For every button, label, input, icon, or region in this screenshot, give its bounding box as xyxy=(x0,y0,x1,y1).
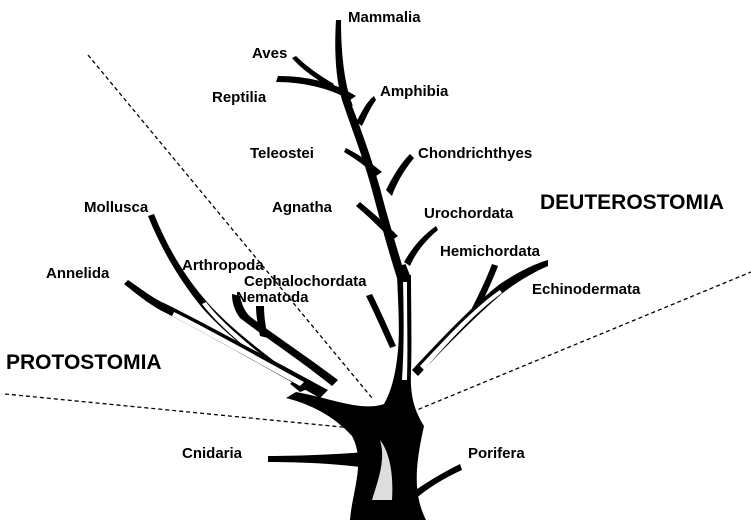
branch-urochordata xyxy=(404,226,438,266)
branch-nematoda xyxy=(256,306,268,338)
branch-amphibia xyxy=(356,96,376,126)
taxon-label-cephalochordata: Cephalochordata xyxy=(244,274,367,289)
branch-cnidaria xyxy=(268,452,368,468)
taxon-label-cnidaria: Cnidaria xyxy=(182,446,242,461)
taxon-label-agnatha: Agnatha xyxy=(272,200,332,215)
taxon-label-teleostei: Teleostei xyxy=(250,146,314,161)
taxon-label-mollusca: Mollusca xyxy=(84,200,148,215)
taxon-label-arthropoda: Arthropoda xyxy=(182,258,264,273)
branch-porifera xyxy=(410,464,462,500)
taxon-label-mammalia: Mammalia xyxy=(348,10,421,25)
taxon-label-hemichordata: Hemichordata xyxy=(440,244,540,259)
taxon-label-echinodermata: Echinodermata xyxy=(532,282,640,297)
group-label-deuterostomia: DEUTEROSTOMIA xyxy=(540,192,724,213)
taxon-label-chondrichthyes: Chondrichthyes xyxy=(418,146,532,161)
branch-cephalochordata xyxy=(366,294,396,348)
branch-chondrichthyes xyxy=(386,154,414,196)
taxon-label-reptilia: Reptilia xyxy=(212,90,266,105)
taxon-label-urochordata: Urochordata xyxy=(424,206,513,221)
group-label-protostomia: PROTOSTOMIA xyxy=(6,352,162,373)
taxon-label-amphibia: Amphibia xyxy=(380,84,448,99)
taxon-label-porifera: Porifera xyxy=(468,446,525,461)
taxon-label-aves: Aves xyxy=(252,46,287,61)
taxon-label-nematoda: Nematoda xyxy=(236,290,309,305)
taxon-label-annelida: Annelida xyxy=(46,266,109,281)
